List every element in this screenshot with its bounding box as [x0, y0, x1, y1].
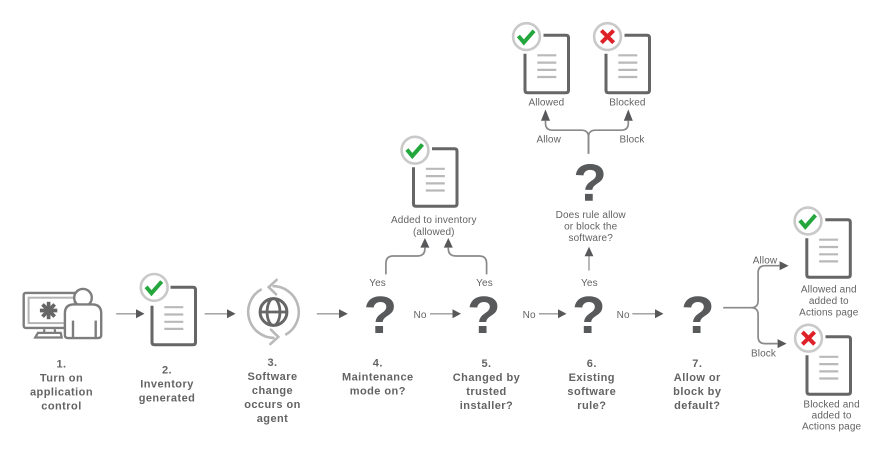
svg-text:Maintenance: Maintenance [342, 372, 414, 384]
svg-text:Actions page: Actions page [799, 308, 859, 319]
svg-text:Turn on: Turn on [40, 372, 83, 384]
svg-text:change: change [252, 385, 293, 397]
svg-text:trusted: trusted [466, 386, 506, 398]
svg-text:Allow: Allow [536, 134, 561, 145]
svg-text:or block the: or block the [564, 222, 617, 233]
svg-text:No: No [523, 310, 536, 321]
svg-text:(allowed): (allowed) [413, 227, 455, 238]
svg-text:Changed by: Changed by [453, 372, 521, 384]
svg-text:Blocked and: Blocked and [803, 399, 859, 410]
svg-text:Does rule allow: Does rule allow [556, 210, 627, 221]
svg-text:occurs on: occurs on [244, 399, 301, 411]
svg-text:7.: 7. [692, 358, 702, 370]
svg-text:2.: 2. [162, 364, 172, 376]
svg-text:Software: Software [247, 371, 297, 383]
svg-text:Block: Block [619, 134, 645, 145]
svg-text:Yes: Yes [369, 278, 386, 289]
svg-text:1.: 1. [56, 358, 66, 370]
svg-text:block by: block by [673, 386, 722, 398]
svg-text:Yes: Yes [581, 278, 598, 289]
svg-text:added to: added to [809, 296, 849, 307]
svg-text:software: software [567, 386, 616, 398]
svg-text:5.: 5. [481, 358, 491, 370]
svg-text:3.: 3. [267, 357, 277, 369]
svg-text:Allowed and: Allowed and [801, 285, 857, 296]
svg-text:Blocked: Blocked [609, 97, 645, 108]
svg-text:No: No [413, 310, 426, 321]
svg-text:Added to inventory: Added to inventory [391, 215, 477, 226]
svg-text:generated: generated [139, 392, 196, 404]
svg-text:application: application [30, 386, 93, 398]
svg-text:Block: Block [751, 349, 777, 360]
svg-text:Inventory: Inventory [140, 378, 194, 390]
svg-text:default?: default? [674, 400, 720, 412]
svg-text:control: control [41, 400, 81, 412]
svg-text:agent: agent [257, 413, 289, 425]
svg-text:6.: 6. [587, 358, 597, 370]
svg-text:Yes: Yes [476, 278, 493, 289]
svg-text:Actions page: Actions page [802, 422, 862, 433]
svg-text:software?: software? [568, 233, 613, 244]
svg-text:4.: 4. [373, 358, 383, 370]
svg-text:Allow or: Allow or [674, 372, 721, 384]
svg-text:added to: added to [812, 410, 852, 421]
svg-text:Allow: Allow [753, 256, 778, 267]
svg-text:Allowed: Allowed [528, 97, 564, 108]
svg-text:mode on?: mode on? [350, 386, 406, 398]
svg-text:Existing: Existing [569, 372, 615, 384]
svg-text:No: No [617, 310, 630, 321]
svg-text:installer?: installer? [460, 400, 513, 412]
svg-text:rule?: rule? [577, 400, 606, 412]
